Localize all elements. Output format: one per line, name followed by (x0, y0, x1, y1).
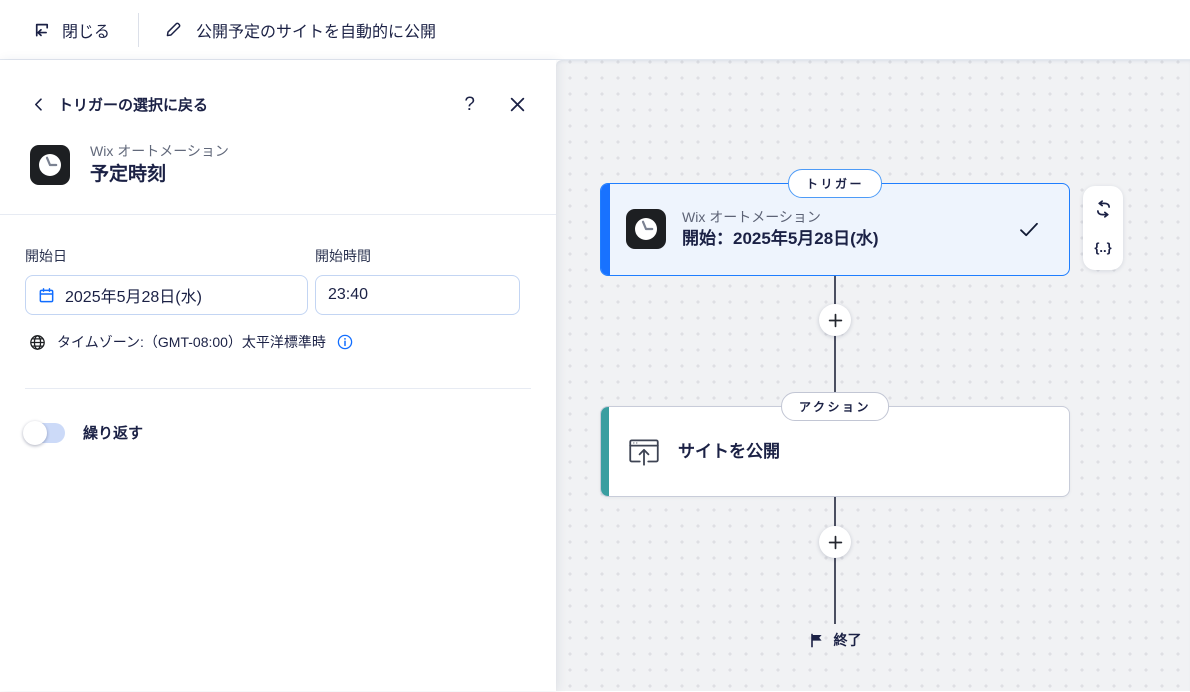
form-divider (25, 388, 531, 390)
start-time-field: 開始時間 23:40 (315, 246, 520, 316)
close-panel-button[interactable] (509, 96, 526, 113)
start-date-label: 開始日 (25, 248, 67, 265)
info-icon[interactable] (337, 334, 353, 350)
trigger-config-panel: トリガーの選択に戻る ? Wix オートメーション (0, 60, 556, 691)
chevron-left-icon (32, 97, 46, 112)
top-bar: 閉じる 公開予定のサイトを自動的に公開 (0, 0, 1190, 60)
flag-icon (809, 632, 825, 649)
globe-icon (29, 334, 46, 351)
action-node-accent (601, 407, 609, 496)
add-step-button[interactable] (819, 304, 851, 336)
repeat-row: 繰り返す (23, 420, 531, 445)
datetime-fields-row: 開始日 2025年5月28日(水) 開始時間 23 (25, 246, 531, 316)
trigger-node-accent (601, 184, 610, 275)
scheduled-time-clock-icon (626, 209, 666, 250)
variables-braces-button[interactable]: {..} (1087, 231, 1119, 263)
trigger-node-body: Wix オートメーション 開始：2025年5月28日(水) (601, 208, 1069, 251)
panel-divider (0, 214, 556, 216)
timezone-text: タイムゾーン:（GMT-08:00）太平洋標準時 (57, 334, 326, 351)
app-name: Wix オートメーション (90, 143, 229, 159)
action-node[interactable]: サイトを公開 (600, 406, 1070, 497)
add-step-button[interactable] (819, 526, 851, 558)
automation-flow-canvas[interactable]: トリガー Wix オートメーション 開始：2025年5月28日(水) (556, 60, 1190, 691)
node-side-toolbar: {..} (1083, 186, 1123, 270)
help-button[interactable]: ? (464, 93, 475, 115)
trigger-node-app-name: Wix オートメーション (682, 209, 821, 226)
timezone-row: タイムゾーン:（GMT-08:00）太平洋標準時 (25, 332, 531, 352)
start-date-field: 開始日 2025年5月28日(水) (25, 246, 308, 316)
automation-title: 公開予定のサイトを自動的に公開 (196, 23, 437, 41)
trigger-app-block: Wix オートメーション 予定時刻 (0, 118, 556, 187)
pencil-icon (165, 21, 182, 38)
calendar-icon (38, 287, 55, 304)
panel-header-actions: ? (464, 95, 526, 114)
back-label: トリガーの選択に戻る (58, 96, 209, 114)
main-area: トリガーの選択に戻る ? Wix オートメーション (0, 60, 1190, 691)
start-date-input[interactable]: 2025年5月28日(水) (25, 275, 308, 316)
repeat-label: 繰り返す (83, 425, 144, 443)
start-date-value: 2025年5月28日(水) (65, 289, 202, 307)
close-automation-button[interactable]: 閉じる (32, 18, 110, 42)
action-badge: アクション (781, 392, 889, 421)
start-time-label: 開始時間 (315, 248, 371, 265)
start-time-value: 23:40 (328, 286, 369, 304)
action-node-texts: サイトを公開 (678, 440, 780, 464)
trigger-form: 開始日 2025年5月28日(水) 開始時間 23 (0, 215, 556, 445)
action-node-title: サイトを公開 (678, 441, 780, 461)
trigger-type-title: 予定時刻 (90, 163, 167, 185)
topbar-divider (138, 12, 140, 47)
toggle-knob (23, 420, 47, 445)
panel-header: トリガーの選択に戻る ? (0, 60, 556, 118)
repeat-toggle[interactable] (23, 420, 65, 445)
automation-title-edit[interactable]: 公開予定のサイトを自動的に公開 (165, 18, 436, 42)
checkmark-icon (1019, 221, 1039, 238)
flow-end-marker: 終了 (809, 630, 862, 650)
trigger-badge: トリガー (787, 169, 883, 198)
trigger-app-texts: Wix オートメーション 予定時刻 (90, 142, 229, 187)
publish-site-icon (626, 434, 662, 470)
close-label: 閉じる (62, 23, 111, 41)
scheduled-time-clock-icon (30, 144, 70, 185)
connector-line (834, 497, 836, 624)
action-node-body: サイトを公開 (601, 434, 1069, 470)
end-label: 終了 (833, 632, 862, 648)
back-to-trigger-selection-button[interactable]: トリガーの選択に戻る (32, 94, 208, 115)
connector-line (834, 276, 836, 406)
start-time-input[interactable]: 23:40 (315, 275, 520, 316)
replace-trigger-button[interactable] (1087, 193, 1119, 225)
exit-icon (32, 21, 50, 39)
trigger-node-title: 開始：2025年5月28日(水) (682, 228, 879, 248)
trigger-node-texts: Wix オートメーション 開始：2025年5月28日(水) (682, 208, 879, 251)
braces-icon: {..} (1094, 239, 1112, 255)
